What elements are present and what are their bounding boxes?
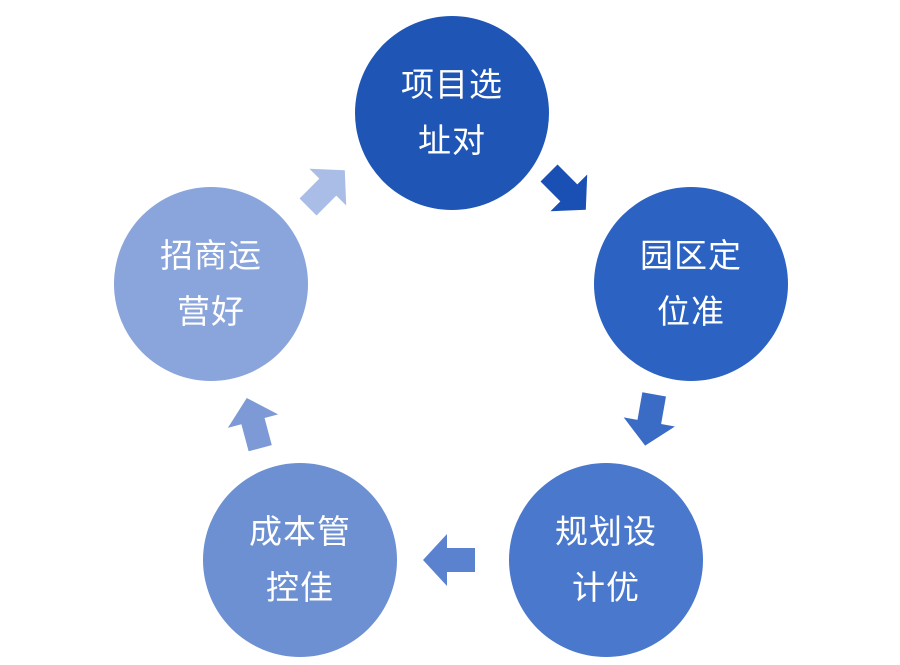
node-park-positioning: 园区定 位准 — [594, 187, 788, 381]
node-site-selection-label: 项目选 址对 — [401, 57, 503, 169]
node-planning-design: 规划设 计优 — [509, 463, 703, 657]
node-operations: 招商运 营好 — [114, 187, 308, 381]
arrow-1 — [540, 164, 588, 212]
node-operations-line-1: 招商运 — [160, 236, 262, 275]
node-cost-control-line-2: 控佳 — [266, 568, 334, 607]
node-park-positioning-label: 园区定 位准 — [640, 228, 742, 340]
arrow-4 — [227, 397, 279, 452]
node-cost-control: 成本管 控佳 — [203, 463, 397, 657]
node-site-selection: 项目选 址对 — [355, 16, 549, 210]
node-cost-control-label: 成本管 控佳 — [249, 504, 351, 616]
node-planning-design-line-1: 规划设 — [555, 512, 657, 551]
arrow-3 — [423, 534, 475, 586]
node-planning-design-label: 规划设 计优 — [555, 504, 657, 616]
node-planning-design-line-2: 计优 — [572, 568, 640, 607]
node-park-positioning-line-1: 园区定 — [640, 236, 742, 275]
arrow-2 — [623, 392, 675, 446]
node-site-selection-line-1: 项目选 — [401, 65, 503, 104]
node-operations-line-2: 营好 — [177, 292, 245, 331]
arrow-5 — [299, 168, 347, 216]
node-site-selection-line-2: 址对 — [418, 121, 486, 160]
node-park-positioning-line-2: 位准 — [657, 292, 725, 331]
node-operations-label: 招商运 营好 — [160, 228, 262, 340]
node-cost-control-line-1: 成本管 — [249, 512, 351, 551]
